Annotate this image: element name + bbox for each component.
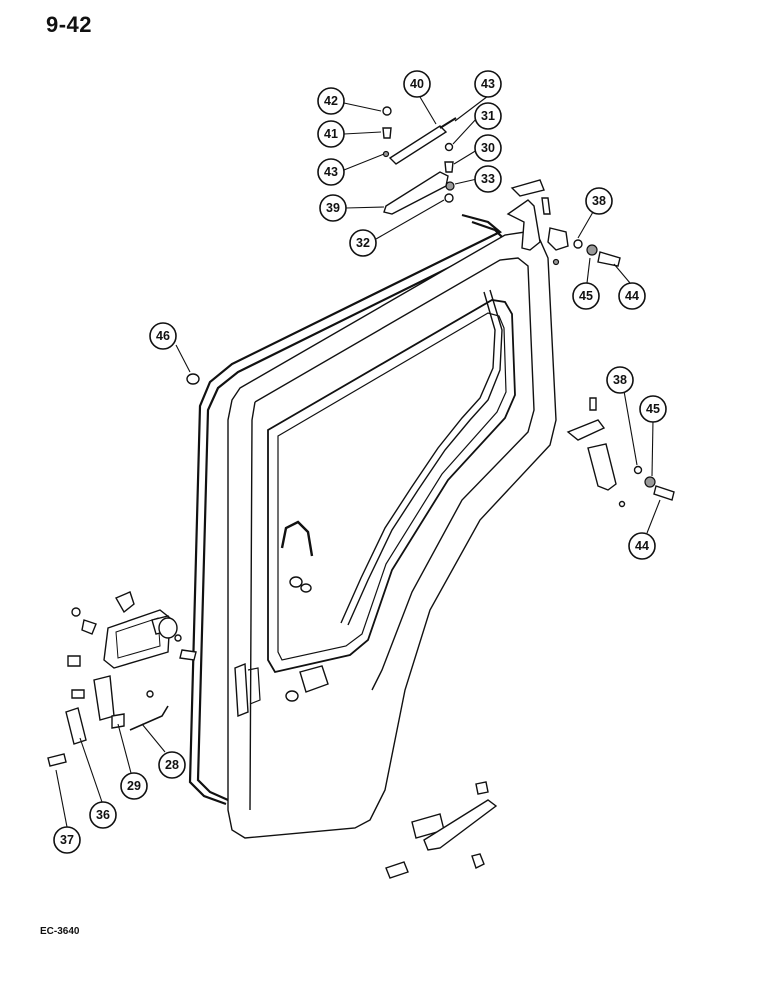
callout-38: 38 <box>585 187 613 215</box>
callout-label: 42 <box>324 94 338 108</box>
callout-42: 42 <box>317 87 345 115</box>
callout-label: 30 <box>481 141 495 155</box>
callout-37: 37 <box>53 826 81 854</box>
callout-label: 38 <box>613 373 627 387</box>
door-panel <box>227 231 557 839</box>
plug <box>186 373 200 385</box>
callout-40: 40 <box>403 70 431 98</box>
callout-label: 45 <box>646 402 660 416</box>
callout-38: 38 <box>606 366 634 394</box>
callout-label: 45 <box>579 289 593 303</box>
callout-43: 43 <box>474 70 502 98</box>
door-seal <box>188 213 507 806</box>
callout-45: 45 <box>639 395 667 423</box>
callout-label: 39 <box>326 201 340 215</box>
callout-label: 41 <box>324 127 338 141</box>
callout-label: 44 <box>635 539 649 553</box>
callout-label: 31 <box>481 109 495 123</box>
callout-31: 31 <box>474 102 502 130</box>
interior-latch-assembly <box>47 591 197 767</box>
callout-29: 29 <box>120 772 148 800</box>
callout-label: 32 <box>356 236 370 250</box>
callout-41: 41 <box>317 120 345 148</box>
exterior-handle-assembly <box>385 781 498 879</box>
callout-label: 38 <box>592 194 606 208</box>
figure-code: EC-3640 <box>40 926 80 937</box>
callout-44: 44 <box>618 282 646 310</box>
lower-hinge <box>566 397 675 508</box>
callout-label: 46 <box>156 329 170 343</box>
callout-44: 44 <box>628 532 656 560</box>
callout-43: 43 <box>317 158 345 186</box>
callout-label: 36 <box>96 808 110 822</box>
page-number: 9-42 <box>46 12 93 37</box>
callout-36: 36 <box>89 801 117 829</box>
callout-label: 40 <box>410 77 424 91</box>
gas-strut-assembly <box>382 106 457 215</box>
callout-33: 33 <box>474 165 502 193</box>
leader-lines <box>55 95 661 828</box>
callout-46: 46 <box>149 322 177 350</box>
callout-label: 43 <box>481 77 495 91</box>
callout-label: 28 <box>165 758 179 772</box>
callout-label: 43 <box>324 165 338 179</box>
callout-label: 44 <box>625 289 639 303</box>
callout-28: 28 <box>158 751 186 779</box>
callout-32: 32 <box>349 229 377 257</box>
callout-label: 29 <box>127 779 141 793</box>
callout-45: 45 <box>572 282 600 310</box>
callout-label: 33 <box>481 172 495 186</box>
upper-hinge <box>506 179 621 267</box>
callout-39: 39 <box>319 194 347 222</box>
callout-30: 30 <box>474 134 502 162</box>
callout-label: 37 <box>60 833 74 847</box>
